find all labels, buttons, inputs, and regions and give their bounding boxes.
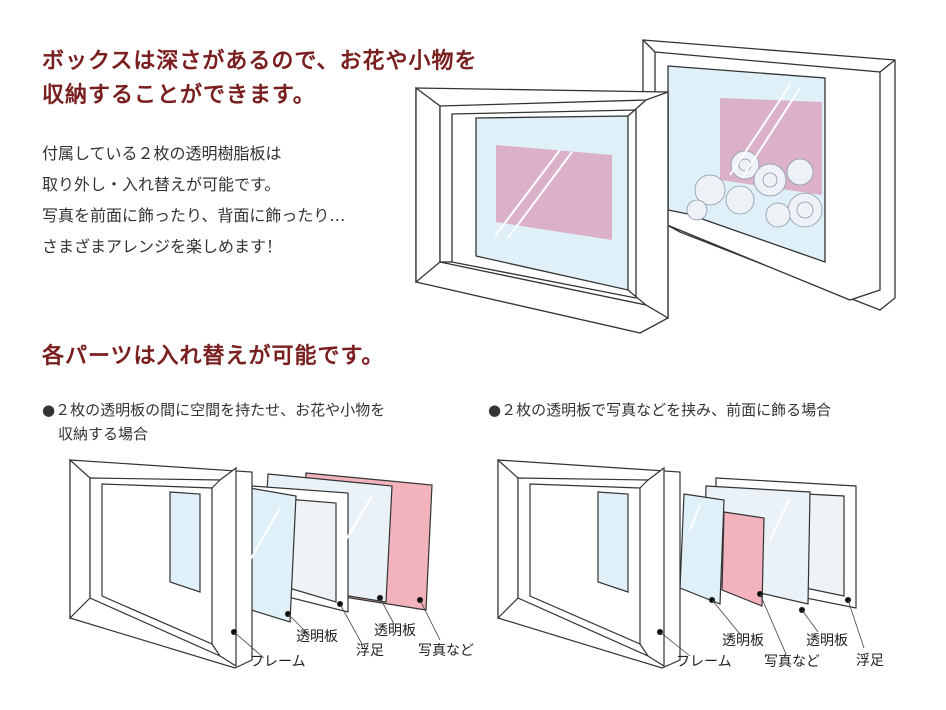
- description-line4: さまざまアレンジを楽しめます！: [42, 237, 283, 256]
- flower-decoration: [686, 150, 823, 228]
- right-caption-line1: ●２枚の透明板で写真などを挟み、前面に飾る場合: [488, 401, 832, 419]
- description-line2: 取り外し・入れ替えが可能です。: [42, 175, 281, 194]
- main-heading-line2: 収納することができます。: [42, 82, 316, 108]
- left-caption-line2: 収納する場合: [58, 425, 149, 443]
- right-label-clear-plate: 透明板: [722, 633, 764, 649]
- left-label-clear-plate-2: 透明板: [374, 623, 416, 639]
- left-label-frame: フレーム: [250, 654, 306, 670]
- right-label-spacer: 浮足: [856, 653, 884, 669]
- back-box-frame: [642, 39, 896, 311]
- parts-heading: 各パーツは入れ替えが可能です。: [42, 343, 385, 369]
- left-label-clear-plate: 透明板: [296, 629, 338, 645]
- description-line1: 付属している２枚の透明樹脂板は: [42, 144, 282, 163]
- right-label-photo: 写真など: [764, 654, 820, 670]
- left-label-photo: 写真など: [418, 643, 474, 659]
- left-label-spacer: 浮足: [356, 643, 384, 659]
- main-heading: ボックスは深さがあるので、お花や小物を 収納することができます。: [42, 44, 477, 112]
- right-clear-plate-front: [679, 493, 725, 605]
- right-label-clear-plate-2: 透明板: [806, 633, 848, 649]
- right-diagram-caption: ●２枚の透明板で写真などを挟み、前面に飾る場合: [488, 398, 831, 422]
- left-caption-line1: ●２枚の透明板の間に空間を持たせ、お花や小物を: [42, 401, 386, 419]
- description-line3: 写真を前面に飾ったり、背面に飾ったり…: [42, 206, 346, 225]
- description-text: 付属している２枚の透明樹脂板は 取り外し・入れ替えが可能です。 写真を前面に飾っ…: [42, 138, 345, 262]
- right-photo-sheet: [721, 511, 765, 607]
- left-diagram-caption: ●２枚の透明板の間に空間を持たせ、お花や小物を 収納する場合: [42, 398, 385, 446]
- main-heading-line1: ボックスは深さがあるので、お花や小物を: [42, 48, 478, 74]
- front-box-frame: [415, 86, 669, 334]
- right-label-frame: フレーム: [676, 654, 732, 670]
